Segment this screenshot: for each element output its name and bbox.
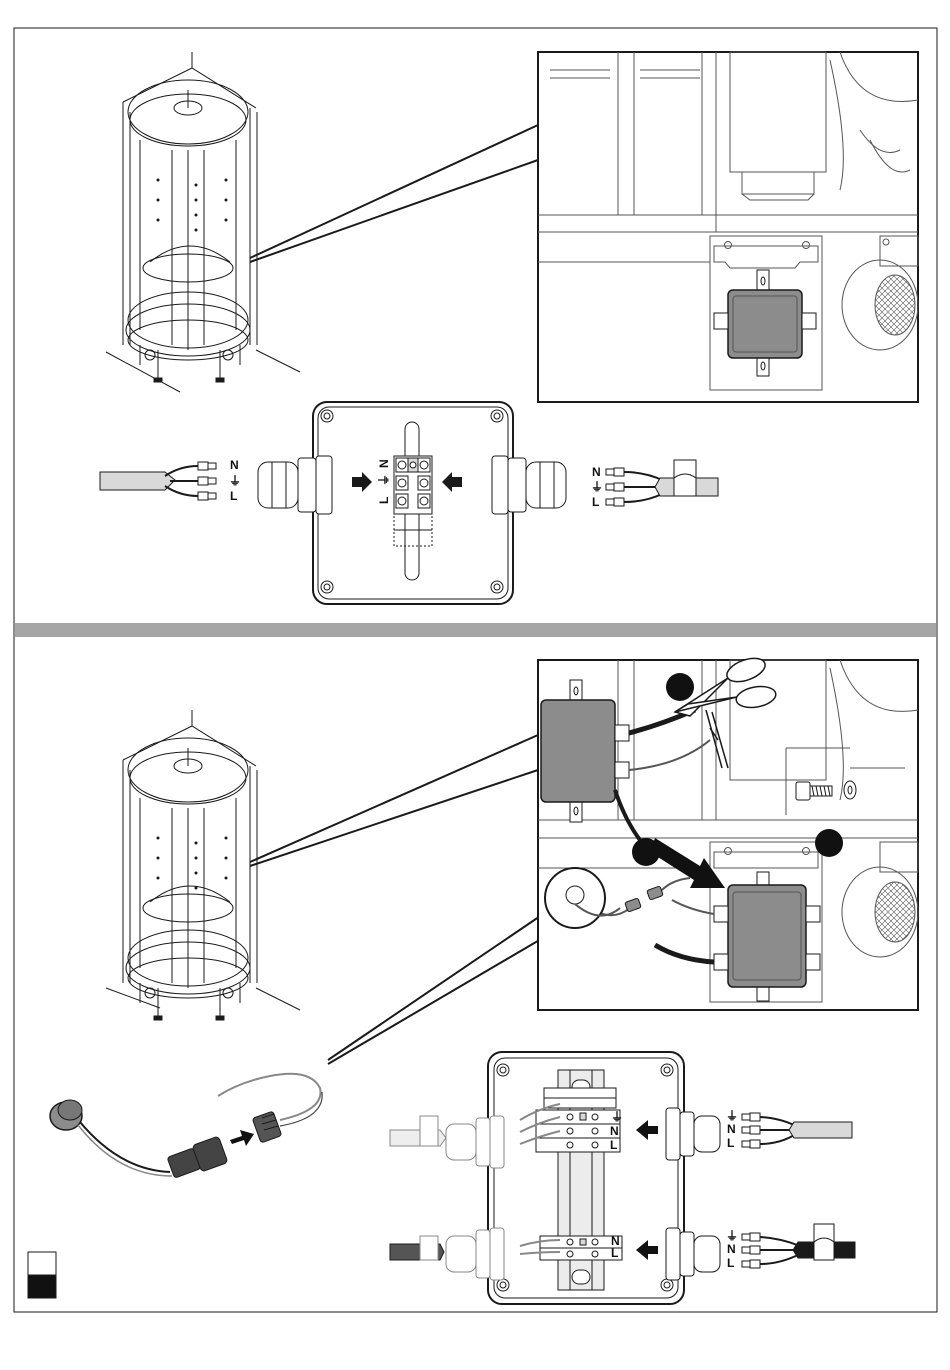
detail-panel-top (538, 52, 918, 402)
step-marker-1 (666, 673, 694, 701)
wire-label-n: N (727, 1122, 736, 1136)
legend-swatches (28, 1252, 56, 1298)
wire-label-n: N (592, 465, 601, 479)
wire-label-l: L (592, 495, 599, 509)
wire-label-n: N (230, 458, 239, 472)
cable-gland-left-top (258, 456, 332, 514)
wire-label-earth: ⏚ (229, 474, 241, 488)
wire-label-l: L (727, 1256, 734, 1270)
step-marker-3 (815, 829, 843, 857)
wire-label-l: L (727, 1136, 734, 1150)
terminal-label-l: L (611, 1246, 618, 1260)
callout-lines-top (250, 125, 538, 262)
wire-label-earth: ⏚ (726, 1109, 738, 1123)
detail-panel-bottom (538, 654, 918, 1010)
cabin-dots-top (157, 179, 228, 232)
wire-label-earth: ⏚ (591, 480, 603, 494)
wire-label-n: N (727, 1242, 736, 1256)
junction-box-open-bottom: ⏚ N L N L (488, 1052, 684, 1304)
arrow-icon (230, 1130, 254, 1146)
sauna-cabin-icon (106, 710, 300, 1020)
junction-box-open-top: N ⏚ L (313, 402, 513, 604)
terminal-label-earth: ⏚ (611, 1110, 623, 1124)
washer-icon (844, 781, 856, 799)
left-cable-top: N ⏚ L (100, 458, 241, 503)
sensor-cable-sleeve (420, 1236, 438, 1260)
section-divider (15, 623, 936, 637)
right-cable-bottom-b: ⏚ N L (726, 1224, 855, 1270)
terminal-label-n: N (377, 459, 391, 468)
cabin-dots-bottom (157, 837, 228, 890)
wire-label-earth: ⏚ (726, 1229, 738, 1243)
sensor-plug-icon (50, 1074, 322, 1178)
terminal-label-earth: ⏚ (377, 474, 391, 486)
callout-lines-bottom (250, 735, 565, 1064)
sauna-cabin-icon (106, 52, 300, 392)
wire-label-l: L (230, 489, 237, 503)
terminal-label-n: N (610, 1124, 619, 1138)
right-cable-bottom-a: ⏚ N L (726, 1109, 852, 1150)
terminal-label-l: L (610, 1138, 617, 1152)
terminal-label-l: L (377, 497, 391, 504)
cable-gland-right-top (492, 456, 566, 514)
right-cable-top: N ⏚ L (591, 460, 718, 509)
